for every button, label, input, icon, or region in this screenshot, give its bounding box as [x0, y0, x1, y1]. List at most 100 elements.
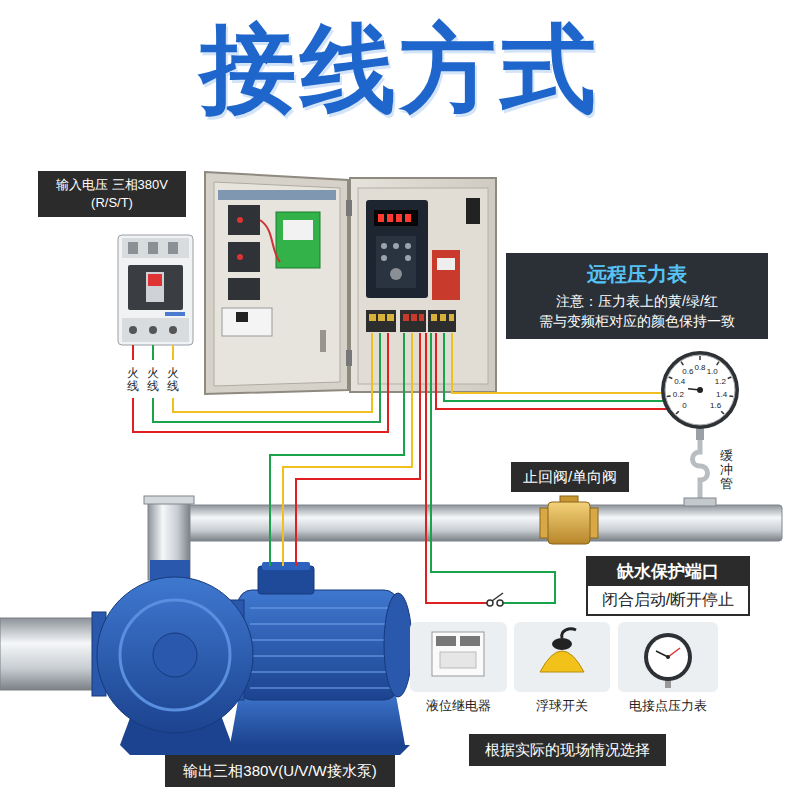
vfd-control-cabinet [346, 200, 352, 216]
vfd-control-cabinet [428, 310, 456, 332]
vfd-control-cabinet [228, 242, 260, 272]
pressure-gauge [728, 377, 732, 379]
vfd-control-cabinet [378, 214, 384, 222]
buffer-tube [693, 440, 708, 500]
vfd-control-cabinet [205, 172, 348, 394]
circuit-breaker [148, 274, 162, 286]
vfd-control-cabinet [374, 210, 418, 226]
circuit-breaker [169, 326, 177, 334]
vfd-control-cabinet [218, 190, 336, 200]
vfd-control-cabinet [369, 314, 376, 321]
wire [436, 333, 680, 409]
wire [444, 333, 680, 401]
vfd-control-cabinet [387, 214, 393, 222]
pressure-gauge [697, 387, 703, 393]
pressure-gauge [667, 395, 671, 397]
vfd-control-cabinet [260, 220, 280, 262]
buffer-tube [684, 498, 716, 506]
float-switch-icon [540, 629, 584, 672]
circuit-breaker [148, 242, 158, 254]
water-pump [120, 600, 230, 710]
pressure-gauge [729, 395, 733, 397]
contact-pressure-gauge-icon [666, 655, 670, 659]
site-choice-callout: 根据实际的现场情况选择 [469, 734, 666, 766]
circuit-breaker [149, 326, 157, 334]
vfd-control-cabinet [283, 220, 313, 240]
device-caption: 浮球开关 [536, 698, 588, 714]
output-voltage-callout: 输出三相380V(U/V/W接水泵) [165, 755, 394, 787]
circuit-breaker [128, 265, 183, 310]
vfd-control-cabinet [366, 310, 396, 332]
pressure-gauge [699, 356, 701, 360]
circuit-breaker [165, 312, 185, 316]
vfd-control-cabinet [376, 236, 416, 288]
pressure-gauge [669, 377, 673, 379]
wire [153, 333, 380, 422]
liquid-level-relay-icon [460, 636, 480, 646]
check-valve [548, 502, 590, 544]
gauge-scale-number: 1.0 [707, 367, 718, 377]
gauge-scale-number: 0.2 [673, 390, 684, 400]
wire [426, 333, 487, 603]
circuit-breaker [128, 242, 138, 254]
vfd-control-cabinet [396, 214, 402, 222]
vfd-control-cabinet [228, 205, 260, 235]
pressure-gauge [661, 351, 739, 429]
check-valve-callout: 止回阀/单向阀 [511, 462, 629, 492]
circuit-breaker [122, 318, 189, 342]
pressure-gauge [676, 411, 679, 414]
input-voltage-callout: 输入电压 三相380V (R/S/T) [38, 171, 186, 216]
vfd-control-cabinet [393, 243, 399, 249]
callout-text: 输入电压 三相380V (R/S/T) [46, 176, 178, 211]
vfd-control-cabinet [320, 330, 326, 352]
device-caption: 液位继电器 [426, 698, 491, 714]
buffer-tube-label: 缓冲管 [720, 449, 733, 492]
water-pipe [168, 505, 782, 541]
remote-gauge-callout: 远程压力表注意：压力表上的黄/绿/红 需与变频柜对应的颜色保持一致 [506, 253, 768, 340]
pressure-gauge [665, 355, 735, 425]
pressure-gauge [717, 362, 719, 365]
vfd-control-cabinet [405, 243, 411, 249]
vfd-control-cabinet [387, 314, 394, 321]
gauge-scale-number: 0 [682, 401, 686, 411]
water-pipe [144, 496, 194, 504]
contact-pressure-gauge-icon [644, 633, 692, 681]
water-pump [250, 607, 390, 609]
callout-text: 止回阀/单向阀 [523, 467, 617, 487]
float-switch-icon [552, 638, 572, 650]
wire [270, 333, 404, 566]
water-pump [238, 590, 398, 700]
contact-pressure-gauge-icon [668, 648, 680, 657]
switch-contact [492, 593, 503, 601]
water-pump [250, 639, 390, 641]
gauge-scale-number: 0.6 [682, 367, 693, 377]
vfd-control-cabinet [228, 278, 260, 300]
gauge-scale-number: 0.4 [674, 377, 685, 387]
live-wire-label: 火线 [167, 367, 179, 393]
vfd-control-cabinet [405, 255, 411, 261]
option-icon-panels [618, 622, 718, 692]
water-pump [92, 560, 412, 755]
water-shortage-callout: 缺水保护端口闭合启动/断开停止 [586, 556, 750, 617]
vfd-control-cabinet [237, 217, 243, 223]
live-wire-label: 火线 [127, 367, 139, 393]
water-pump [250, 655, 390, 657]
circuit-breaker [146, 272, 164, 302]
gauge-scale-number: 1.4 [716, 390, 727, 400]
vfd-control-cabinet [400, 310, 426, 332]
vfd-control-cabinet [381, 243, 387, 249]
liquid-level-relay-icon [436, 636, 456, 646]
wire [452, 333, 680, 393]
vfd-control-cabinet [403, 314, 409, 321]
diagram-title: 接线方式 [0, 16, 800, 122]
wire [283, 333, 412, 566]
circuit-breaker [129, 326, 137, 334]
water-pump [250, 671, 390, 673]
water-pump [258, 566, 314, 594]
device-caption: 电接点压力表 [629, 698, 707, 714]
contact-pressure-gauge-icon [656, 651, 668, 657]
vfd-control-cabinet [276, 212, 320, 268]
vfd-control-cabinet [449, 314, 454, 321]
pressure-gauge [721, 411, 724, 414]
